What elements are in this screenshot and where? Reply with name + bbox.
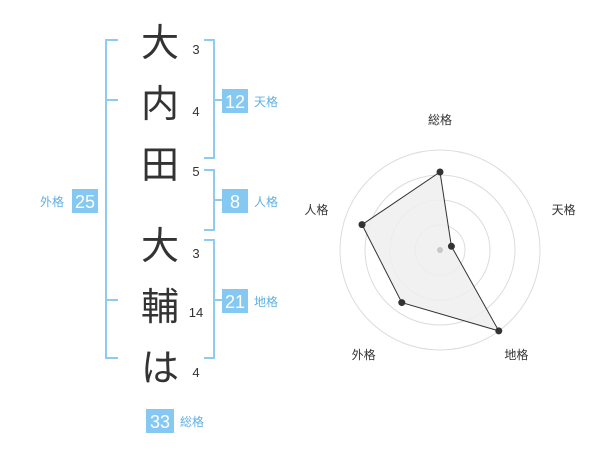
radar-axis-label: 人格 (304, 202, 328, 217)
radar-axis-label: 外格 (352, 347, 376, 362)
jinkaku-label: 人格 (254, 194, 278, 209)
badge-box (72, 189, 98, 213)
gaikaku-bracket (105, 39, 118, 359)
jinkaku-value: 8 (230, 192, 240, 212)
stroke-count: 14 (189, 305, 203, 320)
given-char-3: は (141, 346, 179, 390)
jinkaku-bracket (204, 169, 215, 231)
gaikaku-value: 25 (75, 192, 95, 212)
stroke-counts: 3 4 5 3 14 4 (189, 42, 203, 380)
badge-box (222, 289, 248, 313)
radar-area (361, 171, 500, 332)
tenkaku-bracket (204, 39, 215, 159)
radar-point (447, 242, 455, 250)
chikaku-label: 地格 (254, 294, 278, 309)
given-char-1: 大 (141, 224, 179, 268)
radar-points (358, 168, 503, 335)
radar-point (358, 221, 366, 229)
soukaku-value: 33 (150, 412, 170, 432)
surname-char-2: 内 (141, 82, 179, 126)
stroke-count: 5 (192, 164, 199, 179)
radar-center-dot (437, 247, 443, 253)
stroke-count: 3 (192, 42, 199, 57)
badge-box (146, 409, 174, 433)
grouping-brackets (105, 39, 222, 359)
radar-axis-label: 総格 (428, 112, 452, 127)
chikaku-bracket (204, 239, 215, 359)
chikaku-value: 21 (225, 292, 245, 312)
radar-ring (339, 149, 541, 351)
radar-point (398, 299, 406, 307)
jinkaku-badge: 8 人格 (222, 189, 278, 213)
surname-char-1: 大 (141, 21, 179, 65)
surname-char-3: 田 (141, 143, 179, 187)
tenkaku-value: 12 (225, 92, 245, 112)
badge-box (222, 89, 248, 113)
stroke-count: 4 (192, 365, 199, 380)
tenkaku-label: 天格 (254, 94, 278, 109)
stroke-count: 3 (192, 246, 199, 261)
name-characters: 大 内 田 大 輔 は (141, 21, 179, 390)
soukaku-badge: 33 総格 (146, 409, 204, 433)
tenkaku-badge: 12 天格 (222, 89, 278, 113)
gaikaku-badge: 外格 25 (40, 189, 98, 213)
radar-point (495, 327, 503, 335)
soukaku-label: 総格 (180, 414, 204, 429)
radar-axis-label: 天格 (552, 202, 576, 217)
radar-point (436, 168, 444, 176)
badge-box (222, 189, 248, 213)
given-char-2: 輔 (141, 285, 179, 329)
radar-axis-label: 地格 (504, 347, 528, 362)
chikaku-badge: 21 地格 (222, 289, 278, 313)
stroke-count: 4 (192, 104, 199, 119)
gaikaku-label: 外格 (40, 194, 64, 209)
